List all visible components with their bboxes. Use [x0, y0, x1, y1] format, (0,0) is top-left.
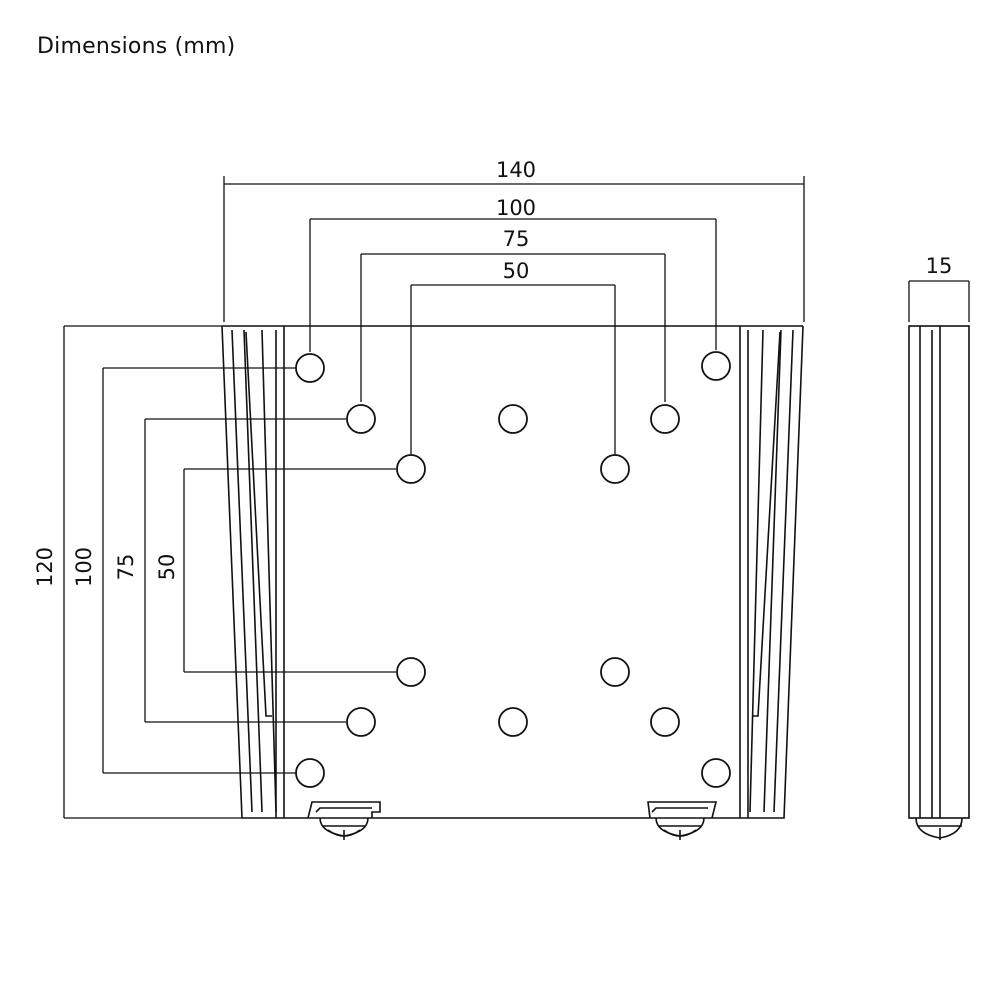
hole-50-top-left [396, 454, 426, 484]
height-50-label: 50 [155, 554, 179, 581]
locking-screw-right [647, 801, 718, 840]
hole-50-bottom-right [600, 657, 630, 687]
page-title: Dimensions (mm) [37, 34, 236, 59]
plate-front-view [221, 325, 804, 819]
width-dimensions [223, 176, 805, 455]
hole-50-top-right [600, 454, 630, 484]
locking-screw-left [307, 801, 381, 840]
vesa-holes [295, 351, 731, 788]
width-50-label: 50 [503, 259, 530, 283]
hole-75-bottom-right [650, 707, 680, 737]
hole-75-top-left [346, 404, 376, 434]
height-dimensions [63, 325, 396, 819]
height-120-label: 120 [33, 547, 57, 587]
hole-center-bottom [498, 707, 528, 737]
height-100-label: 100 [72, 547, 96, 587]
depth-15-label: 15 [926, 254, 953, 278]
hole-75-top-right [650, 404, 680, 434]
hole-100-top-left [295, 353, 325, 383]
width-75-label: 75 [503, 227, 530, 251]
hole-75-bottom-left [346, 707, 376, 737]
hole-center-top [498, 404, 528, 434]
plate-side-view [908, 280, 970, 840]
width-140-label: 140 [496, 158, 536, 182]
height-75-label: 75 [114, 554, 138, 581]
hole-100-bottom-right [701, 758, 731, 788]
width-100-label: 100 [496, 196, 536, 220]
hole-100-bottom-left [295, 758, 325, 788]
hole-100-top-right [701, 351, 731, 381]
hole-50-bottom-left [396, 657, 426, 687]
